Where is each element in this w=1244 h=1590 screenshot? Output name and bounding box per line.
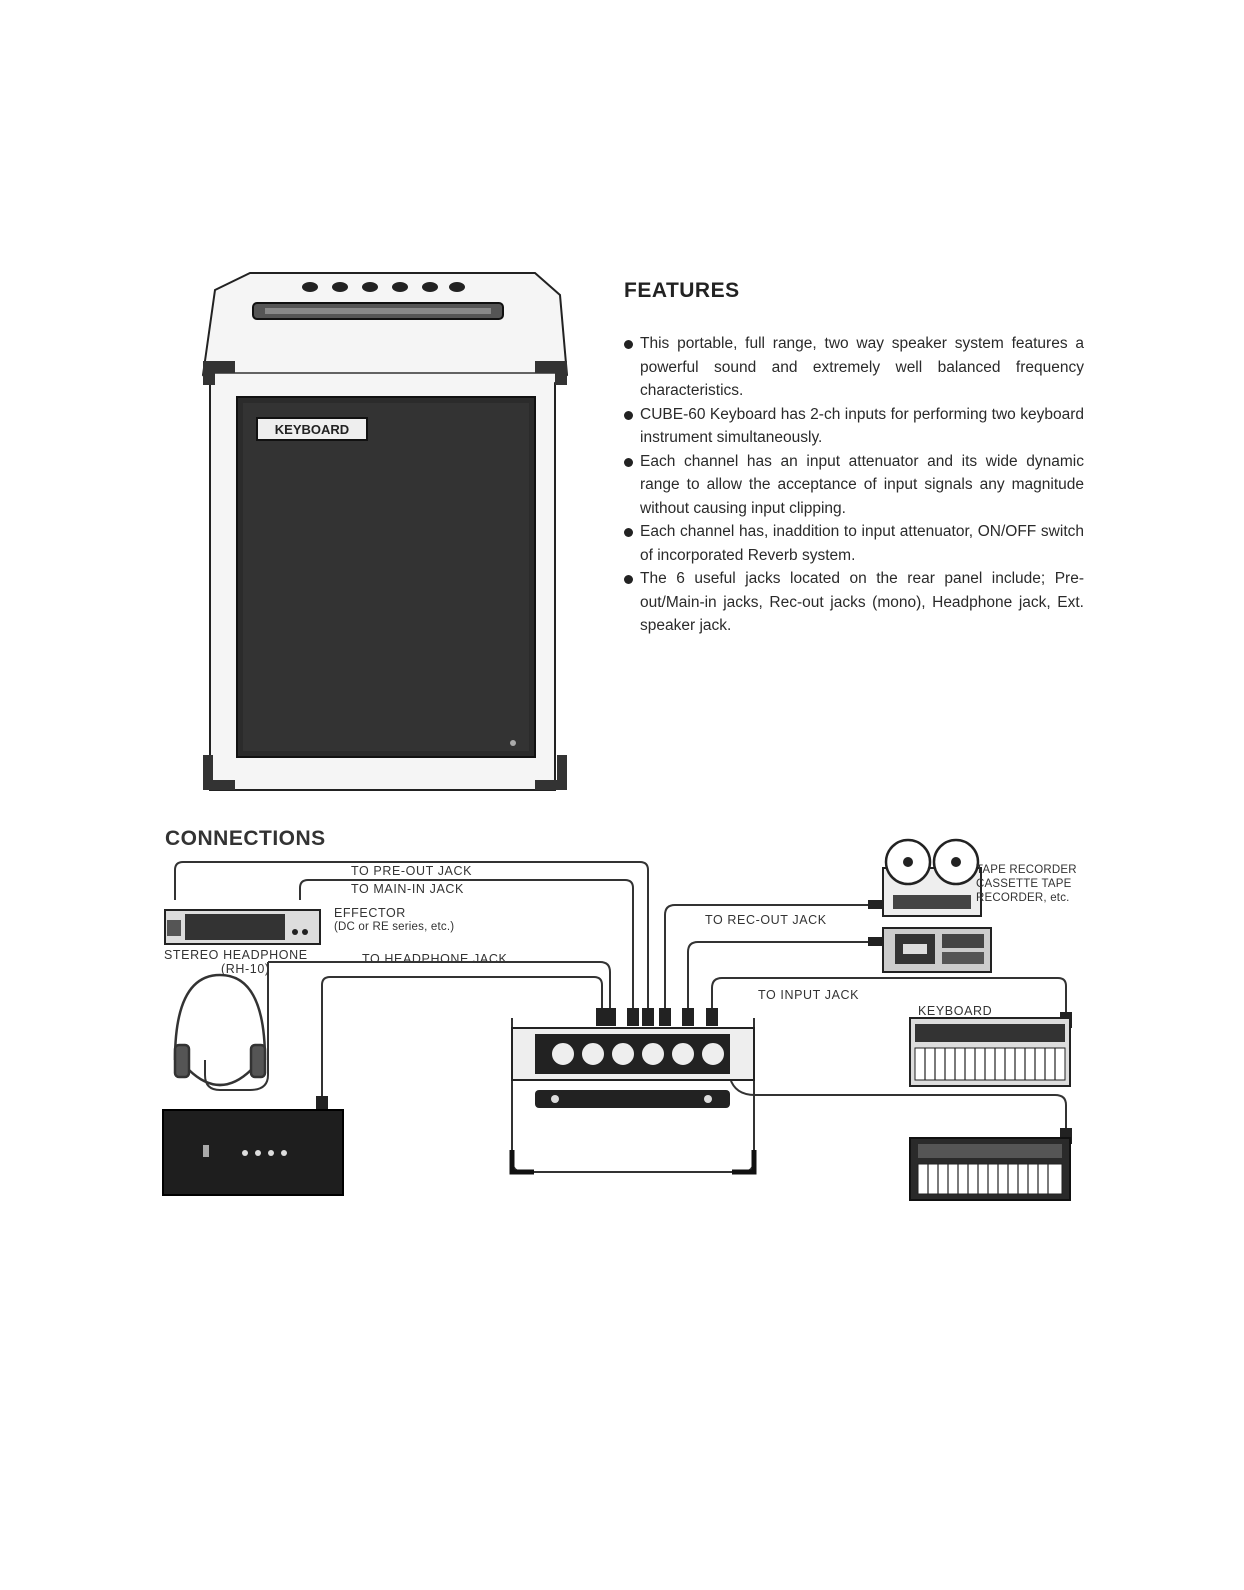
label-pre-out: TO PRE-OUT JACK [351,864,473,878]
feature-item: This portable, full range, two way speak… [624,332,1084,403]
feature-item: Each channel has an input attenuator and… [624,450,1084,521]
label-headphone-jack: TO HEADPHONE JACK [362,952,508,966]
label-input-jack: TO INPUT JACK [758,988,860,1002]
reel-tape-recorder-icon [882,838,982,917]
feature-item: Each channel has, inaddition to input at… [624,520,1084,567]
features-title: FEATURES [624,279,740,302]
label-rec-out: TO REC-OUT JACK [705,913,827,927]
label-cassette-tape: CASSETTE TAPE [976,878,1072,890]
amplifier-photo: KEYBOARD [201,272,569,791]
cassette-deck-icon [882,927,992,973]
label-tape-recorder: TAPE RECORDER [976,864,1077,876]
feature-item: CUBE-60 Keyboard has 2-ch inputs for per… [624,403,1084,450]
label-main-in: TO MAIN-IN JACK [351,882,464,896]
effector-icon [164,909,321,945]
features-list: This portable, full range, two way speak… [624,332,1084,638]
amp-panel-icon [509,1027,757,1175]
synthesizer-icon [909,1137,1071,1201]
speaker-cabinet-icon [162,1109,344,1196]
label-rh10: (RH-10) [221,962,270,976]
label-effector: EFFECTOR [334,906,406,920]
amp-badge: KEYBOARD [275,422,349,437]
keyboard-icon [909,1017,1071,1087]
connections-title: CONNECTIONS [165,827,326,850]
feature-item: The 6 useful jacks located on the rear p… [624,567,1084,638]
label-stereo-headphone: STEREO HEADPHONE [164,948,308,962]
label-keyboard: KEYBOARD [918,1004,993,1018]
label-effector-sub: (DC or RE series, etc.) [334,921,455,933]
label-recorder-etc: RECORDER, etc. [976,892,1070,904]
headphone-icon [173,973,267,1087]
